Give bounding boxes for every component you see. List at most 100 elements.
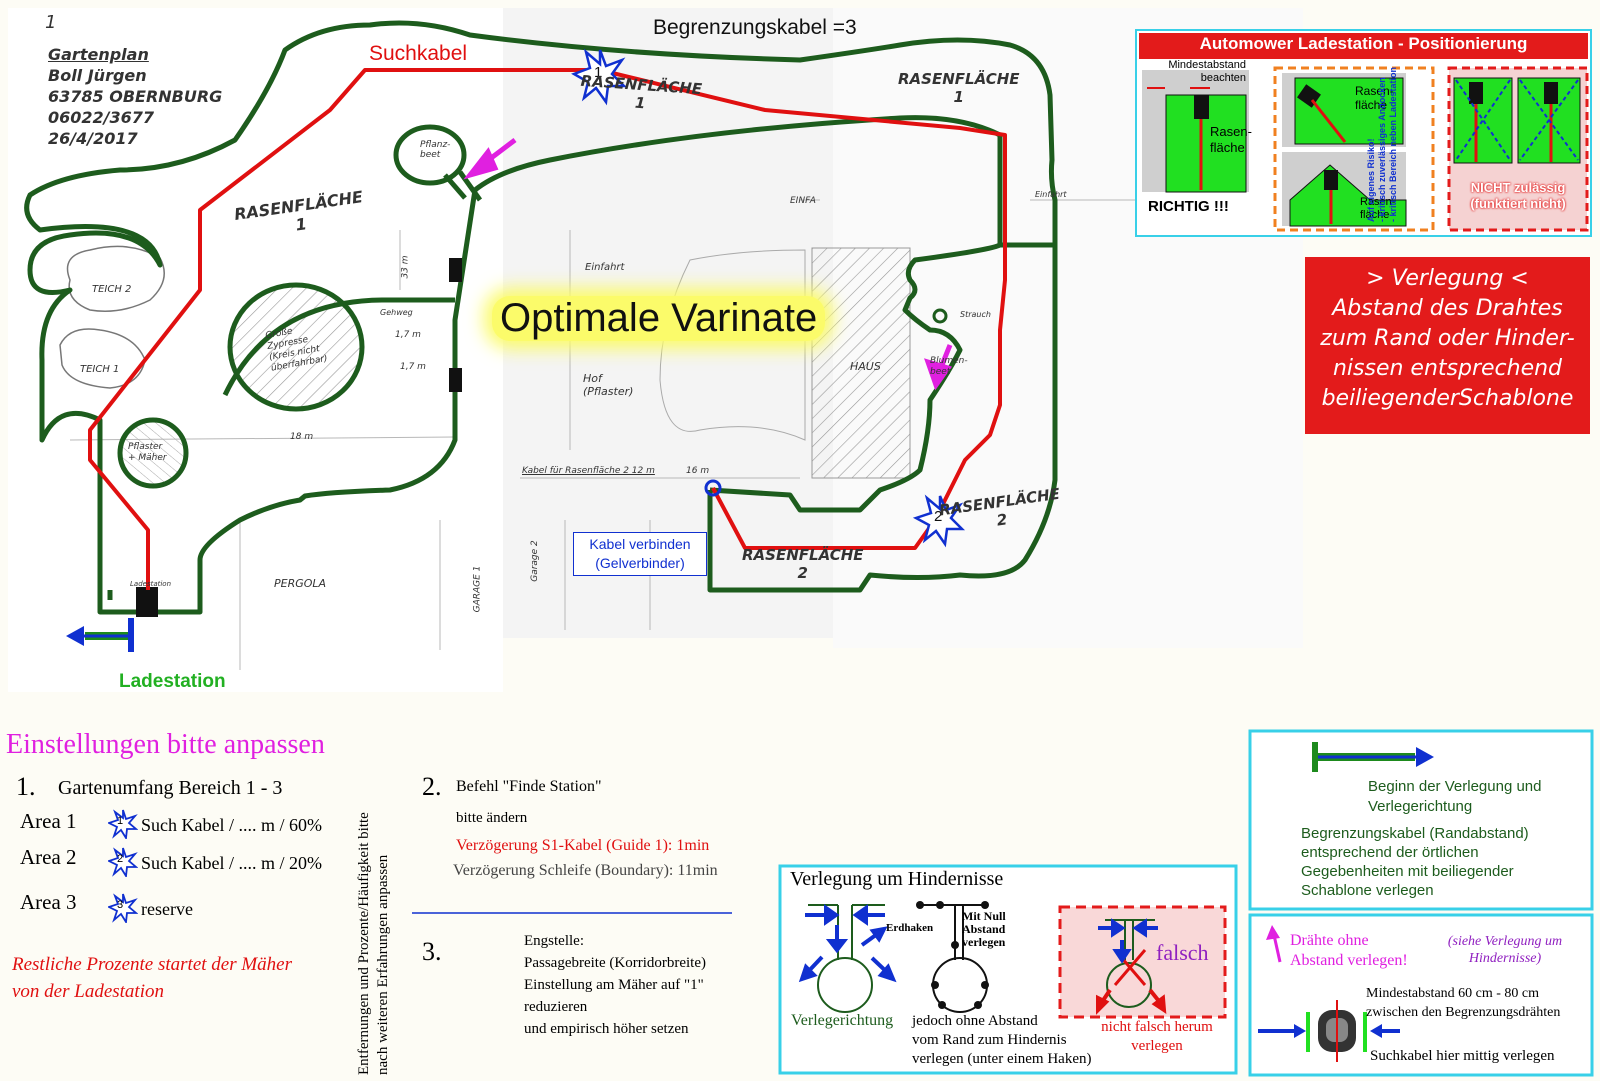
risk-line: - kritisch Bereich neben Ladestation <box>1388 66 1398 222</box>
walkway-label: Gehweg <box>380 308 413 317</box>
area-1-label: Area 1 <box>20 809 77 833</box>
house-area <box>811 247 911 479</box>
legend-start-arrow-icon <box>1312 742 1434 772</box>
lawn-line: fläche <box>1355 98 1388 112</box>
magenta-arrows <box>463 138 953 391</box>
shrub-label: Strauch <box>960 310 991 319</box>
legend-wires-line: Drähte ohne <box>1290 932 1369 949</box>
wrong-label: falsch <box>1156 940 1209 965</box>
risk-line: - kritisch zuverlässiges Andocken <box>1377 77 1387 222</box>
pond-1-label: TEICH 1 <box>80 364 120 375</box>
laying-rule-box <box>1305 257 1590 434</box>
obstacle-panel-title: Verlegung um Hindernisse <box>790 868 1004 890</box>
area-2-star-number: 2 <box>117 853 124 865</box>
paved-line: + Mäher <box>128 453 167 463</box>
legend-min-line: Mindestabstand 60 cm - 80 cm <box>1366 986 1540 1001</box>
driveway-label: Einfahrt <box>585 262 625 273</box>
item2-subtitle: bitte ändern <box>456 810 528 826</box>
laying-line: beiliegenderSchablone <box>1321 386 1574 411</box>
sensor-block-1 <box>449 258 462 282</box>
item3-line: Passagebreite (Korridorbreite) <box>524 955 707 971</box>
guide-wire <box>88 68 1007 590</box>
not-allowed-label: NICHT zulässig(funktiert nicht) <box>1451 180 1585 212</box>
not-allowed-station-2 <box>1544 82 1558 104</box>
driveway-short-label: EINFA <box>790 196 816 206</box>
zero-distance-line: Abstand <box>962 922 1006 936</box>
not-wrong-line: nicht falsch herum <box>1101 1019 1213 1035</box>
area-1-star-icon <box>108 809 138 839</box>
pond-2-label: TEICH 2 <box>92 284 132 295</box>
item2-number: 2. <box>422 772 442 801</box>
guide-wire-label: Suchkabel <box>369 42 468 65</box>
no-distance-line: verlegen (unter einem Haken) <box>912 1051 1092 1067</box>
risk-lawn-1 <box>1294 77 1404 145</box>
legend-see-line: (siehe Verlegung um <box>1447 934 1563 949</box>
ground-hook-label: Erdhaken <box>886 922 934 934</box>
risk-frame <box>1273 66 1435 232</box>
boundary-wire <box>24 20 1058 615</box>
not-allowed-station-1 <box>1469 82 1483 104</box>
area-3-star-icon <box>108 893 138 923</box>
area-3-text: reserve <box>141 899 193 919</box>
obstacle-diagram-correct <box>798 904 897 1013</box>
no-distance-note: jedoch ohne Abstand vom Rand zum Hindern… <box>912 1012 1092 1069</box>
not-allowed-line: NICHT zulässig <box>1470 180 1566 195</box>
signature-line: Gartenplan <box>48 45 149 64</box>
right-driveway-label: Einfahrt <box>1035 190 1067 199</box>
signature-line: 06022/3677 <box>48 108 155 127</box>
laying-direction-label: Verlegerichtung <box>791 1012 894 1029</box>
laying-line: Abstand des Drahtes <box>1332 296 1563 321</box>
item1-number: 1. <box>16 772 36 801</box>
variant-label: Optimale Varinate <box>492 296 826 341</box>
remaining-note: Restliche Prozente startet der Mäher von… <box>12 951 292 1005</box>
pond-2 <box>66 245 165 312</box>
distance-label: 33 m <box>400 255 411 279</box>
charging-station-label: Ladestation <box>119 671 226 692</box>
min-distance-line: beachten <box>1200 72 1246 84</box>
connector-line: Kabel verbinden <box>589 536 691 552</box>
legend-begin-line: Verlegerichtung <box>1368 798 1473 815</box>
boundary-cable-title: Begrenzungskabel =3 <box>653 16 857 39</box>
flowerbed-label: Pflanz-beet <box>420 140 451 160</box>
item2-boundary-delay: Verzögerung Schleife (Boundary): 11min <box>453 862 718 879</box>
area-2-text: Such Kabel / .... m / 20% <box>141 853 322 873</box>
legend-boundary-line: entsprechend der örtlichen <box>1301 844 1479 861</box>
mower-icon <box>1258 1000 1400 1062</box>
signature-line: 26/4/2017 <box>48 129 138 148</box>
area-1-star-number: 1 <box>117 815 124 827</box>
vertical-note-line: Entfernungen und Prozente/Häufigkeit bit… <box>356 812 372 1075</box>
risk-line: Auf eigenes Risiko! <box>1366 138 1376 222</box>
zero-distance-line: verlegen <box>962 935 1006 949</box>
legend-see-line: Hindernisse) <box>1468 951 1542 966</box>
lawn-label-number: 2 <box>797 564 808 582</box>
legend-magenta-arrow-icon <box>1266 925 1282 963</box>
lawn-label-text: RASENFLÄCHE <box>898 70 1020 88</box>
laying-rule-text: > Verlegung < Abstand des Drahtes zum Ra… <box>1305 264 1590 414</box>
legend-boundary-line: Gegebenheiten mit beiliegender <box>1301 863 1514 880</box>
signature-line: 63785 OBERNBURG <box>48 87 223 106</box>
not-allowed-cross-icon <box>1455 79 1579 161</box>
min-distance-line: Mindestabstand <box>1168 59 1246 71</box>
legend-guide-mid-text: Suchkabel hier mittig verlegen <box>1370 1048 1555 1064</box>
lawn-label-text: RASENFLÄCHE <box>742 546 864 564</box>
pergola-label: PERGOLA <box>274 577 327 590</box>
no-distance-line: jedoch ohne Abstand <box>912 1013 1038 1029</box>
correct-label: RICHTIG !!! <box>1148 198 1229 215</box>
cable-area2-label: Kabel für Rasenfläche 2 12 m <box>522 466 655 476</box>
item3-line: Engstelle: <box>524 933 584 949</box>
area-3-label: Area 3 <box>20 890 77 914</box>
area-3-star-number: 3 <box>117 899 124 911</box>
item2-guide-delay: Verzögerung S1-Kabel (Guide 1): 1min <box>456 837 710 854</box>
signature-line: Boll Jürgen <box>48 66 147 85</box>
legend-begin-line: Beginn der Verlegung und <box>1368 778 1542 795</box>
paved-line: Pflaster <box>128 442 163 452</box>
distance-label: 18 m <box>290 432 314 442</box>
correct-station <box>1194 95 1209 119</box>
